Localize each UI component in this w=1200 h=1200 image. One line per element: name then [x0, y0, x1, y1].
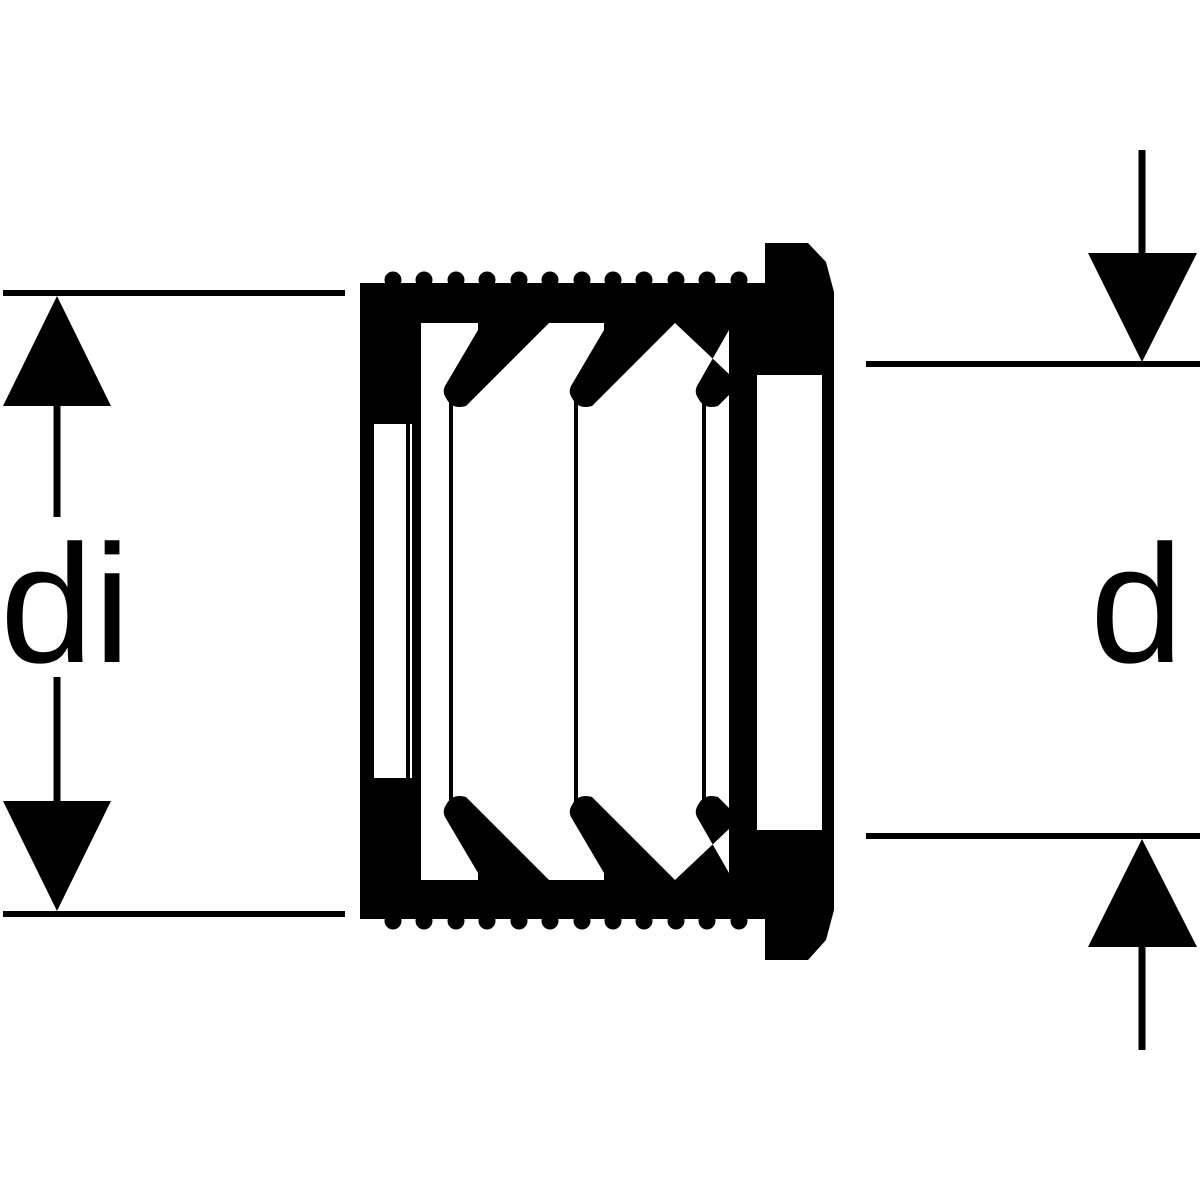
thread-top: [384, 271, 748, 289]
inner-wall-lines: [406, 395, 706, 808]
fitting-body: [360, 243, 834, 960]
fitting-outline: [360, 243, 834, 960]
sealing-lips-bottom: [421, 796, 750, 880]
di-dimension: [3, 290, 345, 917]
di-arrow-down-icon: [3, 801, 111, 911]
sealing-lips-top: [421, 323, 750, 407]
d-dimension: [866, 150, 1200, 1050]
thread-bottom: [384, 912, 748, 930]
d-arrow-up-icon: [1088, 839, 1197, 947]
inner-diameter-label: di: [0, 510, 131, 698]
outer-diameter-label: d: [1090, 510, 1184, 698]
d-arrow-down-icon: [1088, 253, 1197, 362]
di-arrow-up-icon: [3, 296, 111, 406]
